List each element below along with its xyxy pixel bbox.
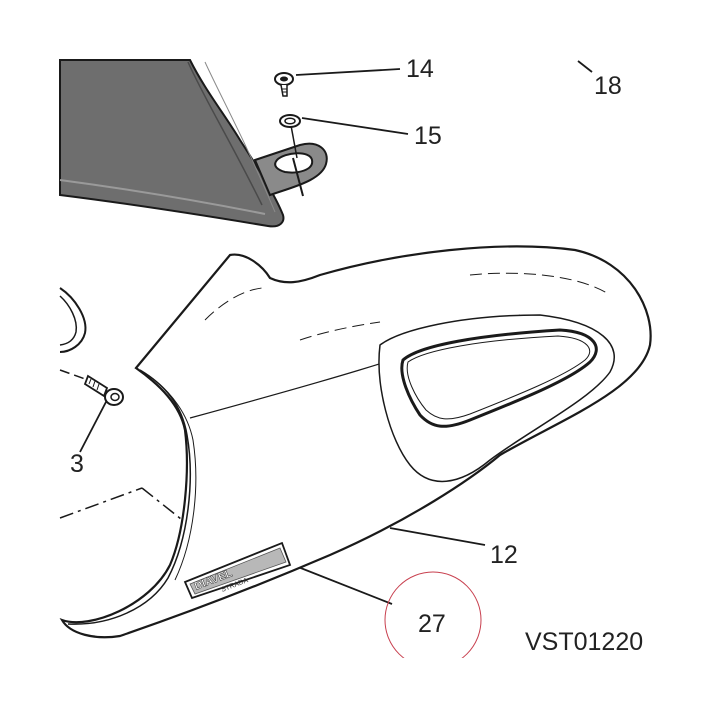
leader-18 [577, 60, 593, 73]
circle-mask [380, 658, 490, 678]
callout-14: 14 [406, 55, 434, 83]
leader-14 [295, 68, 401, 76]
callout-18: 18 [594, 72, 622, 100]
left-edge-component [59, 287, 87, 353]
callout-3: 3 [70, 450, 84, 478]
grommet-part-14 [274, 72, 294, 97]
mounting-bracket [253, 119, 328, 197]
leader-27 [287, 562, 393, 605]
leader-15 [301, 117, 409, 135]
badge-part-27: DIAVEL STRADA [183, 541, 292, 600]
side-cover-part-12 [59, 245, 652, 639]
washer-part-15 [279, 114, 301, 128]
callout-15: 15 [414, 122, 442, 150]
leader-3 [79, 399, 108, 453]
leader-12 [389, 527, 486, 546]
figure-reference-code: VST01220 [525, 628, 644, 656]
upper-panel [59, 59, 285, 228]
leader-lines [79, 60, 593, 605]
screw-part-3 [59, 369, 124, 406]
callout-27: 27 [418, 610, 446, 638]
callout-12: 12 [490, 541, 518, 569]
